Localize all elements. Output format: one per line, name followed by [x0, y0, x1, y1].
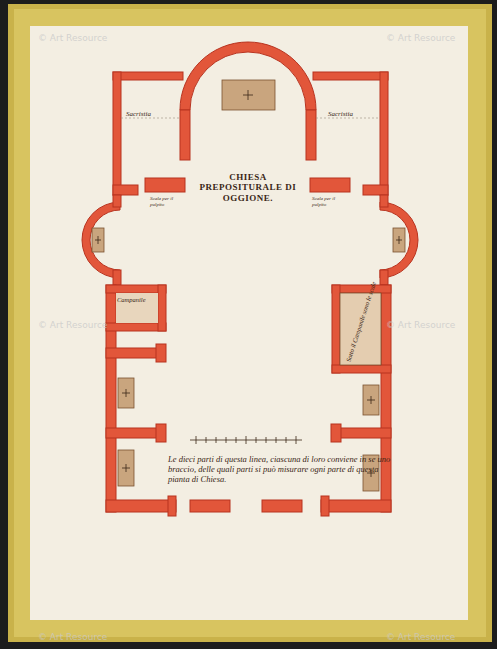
room-label: Campanile	[117, 296, 159, 303]
stair-note: Scala per il pulpito	[150, 196, 186, 208]
watermark: © Art Resource	[386, 33, 455, 43]
watermark: © Art Resource	[386, 320, 455, 330]
watermark: © Art Resource	[38, 632, 107, 642]
plan-title: CHIESA PREPOSITURALE DI OGGIONE.	[195, 172, 301, 203]
stair-note: Scala per il pulpito	[312, 196, 348, 208]
watermark: © Art Resource	[38, 33, 107, 43]
watermark: © Art Resource	[38, 320, 107, 330]
room-label: Sacristia	[126, 110, 176, 118]
room-label: Sacristia	[328, 110, 378, 118]
watermark: © Art Resource	[386, 632, 455, 642]
scale-note: Le dieci parti di questa linea, ciascuna…	[168, 455, 394, 484]
scale-bar	[190, 436, 302, 444]
